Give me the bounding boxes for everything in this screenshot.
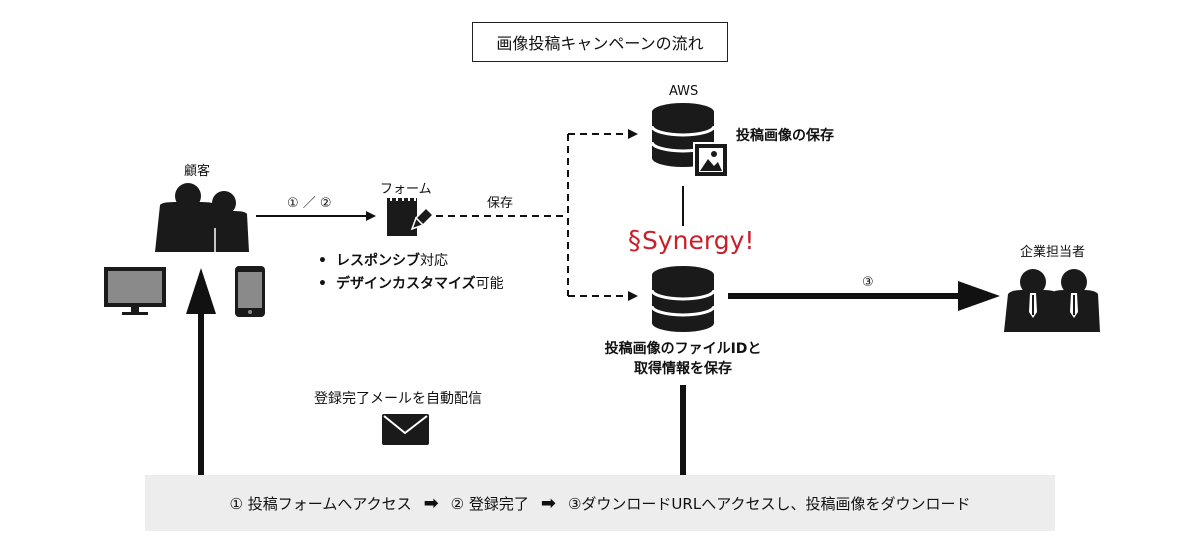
arrow-label-step-3: ③	[862, 275, 874, 290]
smartphone-icon	[235, 266, 265, 317]
image-icon	[693, 142, 729, 178]
business-people-icon	[1004, 269, 1100, 332]
form-label: フォーム	[380, 182, 432, 197]
step-1-text: ① 投稿フォームへアクセス	[229, 494, 412, 513]
synergy-database-icon	[650, 266, 716, 332]
feature-item: •レスポンシブ対応	[318, 253, 448, 269]
notepad-pencil-icon	[387, 195, 435, 236]
diagram-title: 画像投稿キャンペーンの流れ	[472, 22, 728, 62]
step-2-text: ② 登録完了	[450, 494, 529, 513]
step-arrow-icon: ➡	[423, 492, 439, 514]
feature-bold: デザインカスタマイズ	[336, 276, 476, 292]
step-arrow-icon: ➡	[540, 492, 556, 514]
synergy-caption: 投稿画像のファイルIDと 取得情報を保存	[605, 339, 762, 379]
synergy-swirl-icon: §	[628, 226, 641, 256]
synergy-caption-line1: 投稿画像のファイルIDと	[604, 341, 762, 357]
customer-label: 顧客	[184, 164, 211, 179]
feature-item: •デザインカスタマイズ可能	[318, 276, 504, 292]
steps-bar: ① 投稿フォームへアクセス ➡ ② 登録完了 ➡ ③ダウンロードURLへアクセス…	[145, 475, 1055, 531]
arrow-bar-to-customer-head	[186, 268, 216, 314]
arrow-synergy-to-company-head	[958, 281, 1000, 311]
monitor-icon	[104, 267, 166, 315]
aws-label: AWS	[669, 84, 699, 99]
feature-rest: 対応	[420, 253, 448, 269]
synergy-logo: §Synergy!	[628, 226, 754, 256]
form-feature-list: •レスポンシブ対応 •デザインカスタマイズ可能	[318, 250, 504, 296]
step-3-text: ③ダウンロードURLへアクセスし、投稿画像をダウンロード	[567, 494, 971, 513]
arrow-label-save: 保存	[487, 196, 514, 211]
feature-bold: レスポンシブ	[336, 253, 420, 269]
company-label: 企業担当者	[1020, 245, 1086, 260]
envelope-icon	[382, 414, 429, 445]
mail-label: 登録完了メールを自動配信	[314, 391, 482, 407]
feature-rest: 可能	[475, 276, 504, 292]
customer-people-icon	[155, 183, 249, 252]
aws-caption: 投稿画像の保存	[736, 128, 834, 144]
synergy-caption-line2: 取得情報を保存	[634, 361, 732, 377]
synergy-logo-text: Synergy!	[642, 226, 755, 255]
arrow-label-step-1-2: ① ／ ②	[287, 196, 332, 211]
